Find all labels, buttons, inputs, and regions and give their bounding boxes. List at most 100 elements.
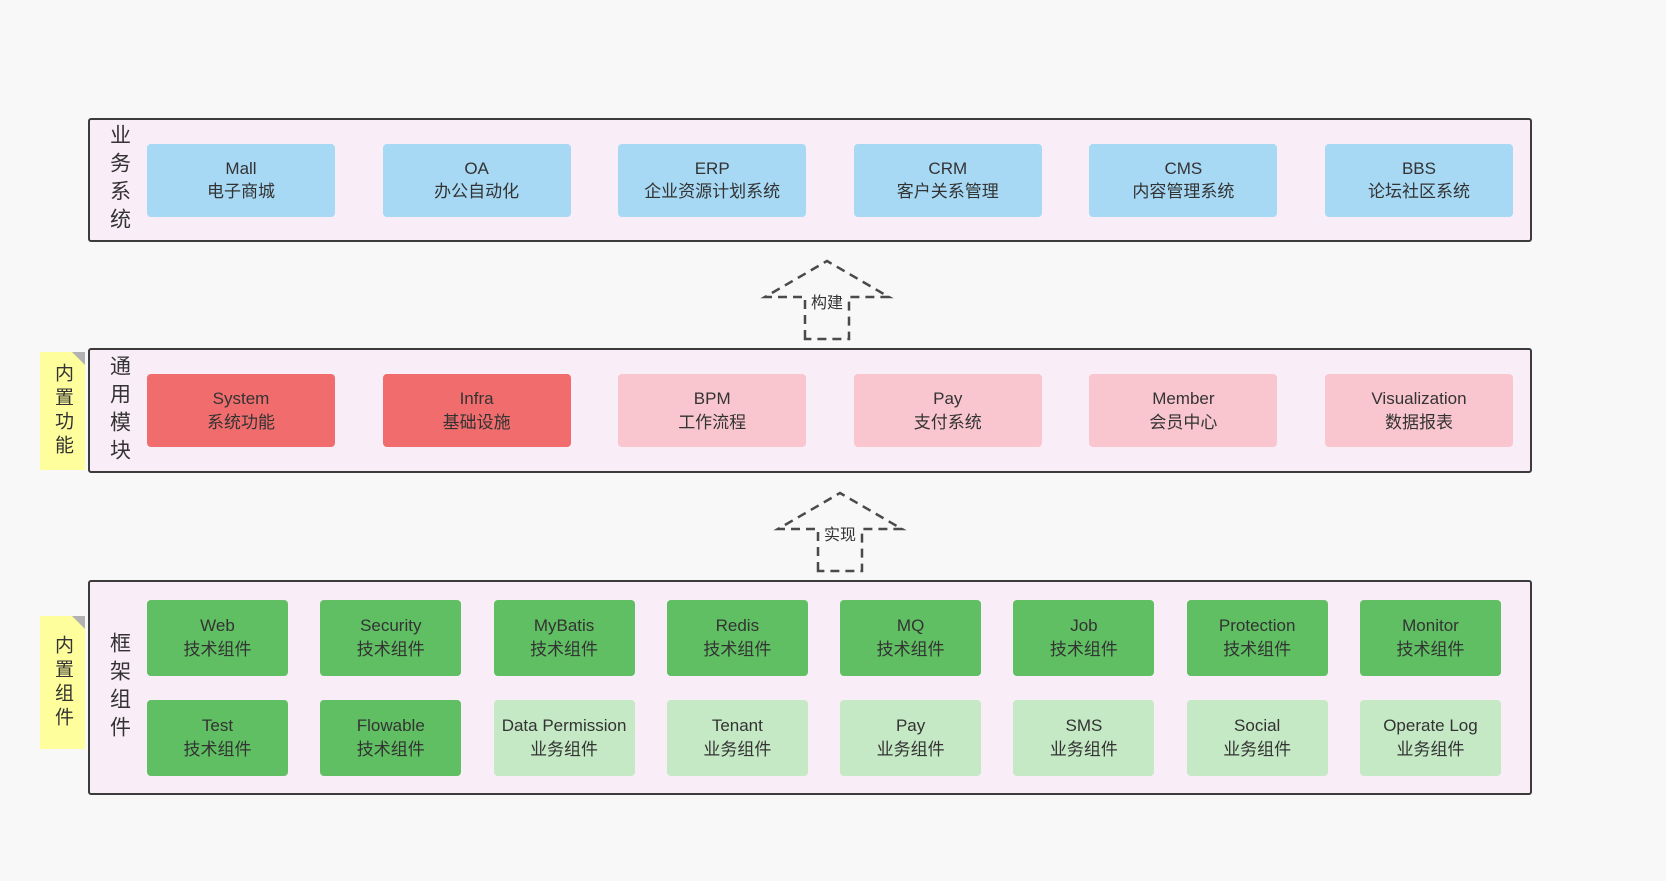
box-pay: Pay 支付系统 xyxy=(853,374,1042,447)
box-test: Test 技术组件 xyxy=(147,699,288,776)
box-data-permission: Data Permission 业务组件 xyxy=(493,699,635,776)
band-label-modules: 通用模块 xyxy=(90,350,147,471)
box-security: Security 技术组件 xyxy=(320,599,462,676)
build-arrow: 构建 xyxy=(757,255,897,343)
box-member: Member 会员中心 xyxy=(1089,374,1278,447)
box-title: SMS xyxy=(1065,716,1103,736)
implement-arrow: 实现 xyxy=(770,487,910,575)
up-arrow-icon xyxy=(773,491,907,573)
box-title: BPM xyxy=(693,389,731,409)
box-system: System 系统功能 xyxy=(147,374,335,447)
box-title: Protection xyxy=(1218,616,1296,636)
box-subtitle: 办公自动化 xyxy=(434,182,520,201)
box-protection: Protection 技术组件 xyxy=(1186,599,1328,676)
band-label-text: 框架组件 xyxy=(107,631,131,744)
box-social: Social 业务组件 xyxy=(1186,699,1328,776)
box-subtitle: 基础设施 xyxy=(442,412,511,432)
box-title: Redis xyxy=(715,616,760,636)
box-subtitle: 会员中心 xyxy=(1149,412,1218,432)
box-title: Pay xyxy=(895,716,926,736)
box-title: Monitor xyxy=(1402,616,1459,636)
sticky-label: 内置组件 xyxy=(52,634,73,731)
box-subtitle: 论坛社区系统 xyxy=(1367,182,1470,201)
box-subtitle: 系统功能 xyxy=(207,412,275,432)
box-subtitle: 企业资源计划系统 xyxy=(644,182,781,201)
box-job: Job 技术组件 xyxy=(1013,599,1155,676)
box-title: CRM xyxy=(928,158,968,178)
box-title: Test xyxy=(201,716,234,736)
box-subtitle: 业务组件 xyxy=(1049,739,1118,759)
box-title: BBS xyxy=(1401,158,1436,178)
box-bpm: BPM 工作流程 xyxy=(618,374,807,447)
box-title: System xyxy=(212,389,270,409)
folded-corner-icon xyxy=(72,352,85,365)
box-flowable: Flowable 技术组件 xyxy=(320,699,462,776)
folded-corner-icon xyxy=(72,616,85,629)
box-sms: SMS 业务组件 xyxy=(1013,699,1155,776)
implement-arrow-label: 实现 xyxy=(819,520,861,546)
box-subtitle: 技术组件 xyxy=(356,639,425,659)
band-label-text: 业务系统 xyxy=(107,124,131,236)
business-box-row: Mall 电子商城 OA 办公自动化 ERP 企业资源计划系统 CRM 客户关系… xyxy=(147,143,1513,217)
box-title: ERP xyxy=(694,158,730,178)
box-title: Pay xyxy=(933,389,963,409)
sticky-note-built-in-components: 内置组件 xyxy=(40,616,85,749)
box-subtitle: 技术组件 xyxy=(703,639,772,659)
sticky-label: 内置功能 xyxy=(52,363,73,459)
box-subtitle: 技术组件 xyxy=(1396,639,1465,659)
box-monitor: Monitor 技术组件 xyxy=(1359,599,1501,676)
sticky-note-built-in-features: 内置功能 xyxy=(40,352,85,470)
box-infra: Infra 基础设施 xyxy=(382,374,571,447)
box-subtitle: 业务组件 xyxy=(1396,739,1465,759)
band-business-systems: 业务系统 Mall 电子商城 OA 办公自动化 ERP 企业资源计划系统 CRM… xyxy=(88,118,1532,242)
framework-box-grid: Web 技术组件 Security 技术组件 MyBatis 技术组件 Redi… xyxy=(147,599,1501,776)
box-title: Operate Log xyxy=(1383,716,1478,736)
box-subtitle: 内容管理系统 xyxy=(1132,182,1235,201)
box-subtitle: 业务组件 xyxy=(1223,739,1292,759)
box-operate-log: Operate Log 业务组件 xyxy=(1359,699,1501,776)
band-label-framework: 框架组件 xyxy=(90,582,147,793)
box-title: Tenant xyxy=(711,716,763,736)
box-title: Data Permission xyxy=(501,716,627,736)
box-title: Visualization xyxy=(1371,389,1467,409)
box-subtitle: 技术组件 xyxy=(876,639,945,659)
modules-box-row: System 系统功能 Infra 基础设施 BPM 工作流程 Pay 支付系统… xyxy=(147,374,1513,447)
band-label-business: 业务系统 xyxy=(90,120,147,240)
build-arrow-label: 构建 xyxy=(806,288,848,314)
box-mybatis: MyBatis 技术组件 xyxy=(493,599,635,676)
box-mall: Mall 电子商城 xyxy=(147,143,335,217)
box-title: Mall xyxy=(225,158,257,178)
box-title: Social xyxy=(1234,716,1281,736)
box-erp: ERP 企业资源计划系统 xyxy=(618,143,807,217)
box-subtitle: 技术组件 xyxy=(1223,639,1292,659)
band-label-text: 通用模块 xyxy=(107,354,131,467)
box-subtitle: 技术组件 xyxy=(530,639,599,659)
box-subtitle: 客户关系管理 xyxy=(896,182,999,201)
box-oa: OA 办公自动化 xyxy=(382,143,571,217)
box-title: Flowable xyxy=(356,716,425,736)
box-subtitle: 业务组件 xyxy=(530,739,599,759)
box-bbs: BBS 论坛社区系统 xyxy=(1324,143,1513,217)
box-visualization: Visualization 数据报表 xyxy=(1324,374,1513,447)
box-subtitle: 技术组件 xyxy=(356,739,425,759)
box-tenant: Tenant 业务组件 xyxy=(666,699,808,776)
up-arrow-icon xyxy=(760,259,894,341)
box-title: Web xyxy=(200,616,235,636)
box-subtitle: 技术组件 xyxy=(183,639,252,659)
box-web: Web 技术组件 xyxy=(147,599,288,676)
box-title: MQ xyxy=(896,616,925,636)
box-pay-component: Pay 业务组件 xyxy=(840,699,982,776)
box-crm: CRM 客户关系管理 xyxy=(853,143,1042,217)
box-subtitle: 工作流程 xyxy=(678,412,747,432)
box-subtitle: 技术组件 xyxy=(1049,639,1118,659)
box-subtitle: 技术组件 xyxy=(183,739,252,759)
box-subtitle: 业务组件 xyxy=(876,739,945,759)
box-title: CMS xyxy=(1164,158,1203,178)
box-title: Member xyxy=(1152,389,1215,409)
box-title: Infra xyxy=(459,389,494,409)
box-title: MyBatis xyxy=(533,616,595,636)
box-subtitle: 支付系统 xyxy=(913,412,982,432)
box-cms: CMS 内容管理系统 xyxy=(1089,143,1278,217)
box-redis: Redis 技术组件 xyxy=(666,599,808,676)
